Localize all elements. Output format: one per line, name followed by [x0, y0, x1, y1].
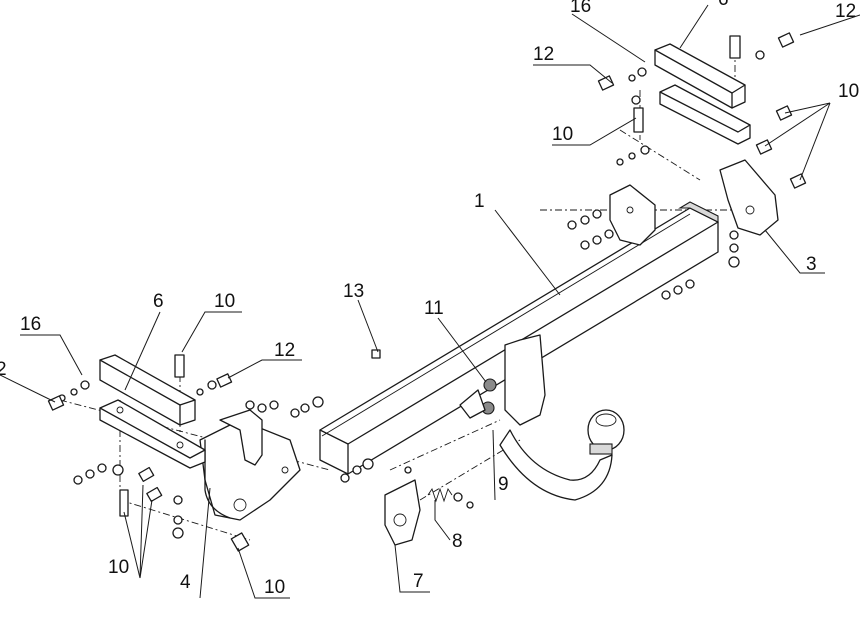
right-mounting-plate: [654, 43, 751, 145]
assembly-axis-lines: [59, 50, 780, 541]
right-side-bracket: [609, 159, 779, 246]
callout-8: 8: [452, 531, 463, 552]
fastener-set-left: [58, 380, 374, 539]
callout-9: 9: [498, 474, 509, 495]
main-cross-bar: [319, 201, 719, 475]
callout-16-top: 16: [570, 0, 591, 17]
left-side-bracket: [199, 409, 301, 521]
leader-lines: [0, 4, 860, 599]
callout-7: 7: [413, 571, 424, 592]
callout-12-edge: 2: [0, 359, 7, 380]
callout-4: 4: [180, 572, 191, 593]
callout-16-left: 16: [20, 314, 41, 335]
bolts: [47, 32, 807, 552]
socket-plate: [384, 479, 421, 546]
callout-1: 1: [474, 191, 485, 212]
callout-10-left-plate: 10: [214, 291, 235, 312]
socket-spring: [427, 487, 474, 509]
callout-10-bottom-right: 10: [264, 577, 285, 598]
callout-6-left: 6: [153, 291, 164, 312]
callout-6-top: 6: [718, 0, 729, 10]
callout-12-left: 12: [274, 340, 295, 361]
callout-12-top-left: 12: [533, 44, 554, 65]
callout-11: 11: [424, 298, 444, 319]
callout-12-top-right: 12: [835, 1, 856, 22]
callout-3: 3: [806, 254, 817, 275]
fastener-set-right: [404, 50, 765, 474]
callout-13: 13: [343, 281, 364, 302]
left-mounting-plate: [99, 354, 206, 469]
callout-10-right-plate: 10: [552, 124, 573, 145]
tow-ball-assembly: [459, 334, 625, 501]
callout-10-right-bolts: 10: [838, 81, 859, 102]
callout-10-bottom-left: 10: [108, 557, 129, 578]
part-callouts: 1 16 6 12 12 10 10 3 13 11 6 10 16 12 2 …: [0, 0, 859, 598]
